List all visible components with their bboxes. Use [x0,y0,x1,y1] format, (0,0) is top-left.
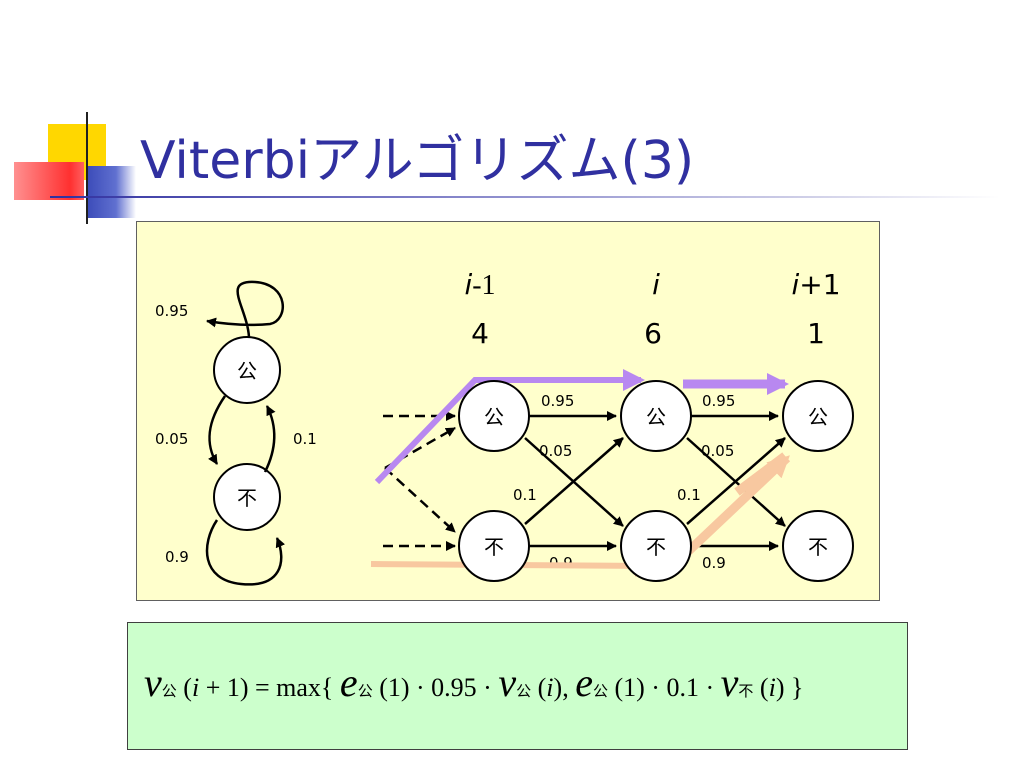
formula-v2-var: i [768,673,776,702]
hmm-state-bottom-circle [213,463,281,531]
trellis-column-1-observation: 4 [471,317,489,350]
formula-lhs-var: i [191,673,200,702]
trellis-node-col1-bottom [458,510,530,582]
trellis-edge-bottom-top-2-prob: 0.1 [677,486,701,504]
trellis-column-3-index: i+1 [791,268,840,301]
formula-lhs-rest: + 1) = max{ [199,673,334,702]
trellis-node-col3-top-label: 公 [808,405,828,429]
trellis-column-2-observation: 6 [644,317,662,350]
trellis-node-col3-top [782,380,854,452]
formula-v2-close: ) [775,673,785,702]
formula-e-1: e [339,660,358,705]
trellis-node-col3-bottom [782,510,854,582]
formula-v-2: v [720,660,739,705]
trellis-incoming-cross-down [384,467,456,533]
deco-red-square [14,162,84,200]
hmm-edge-bottom-to-top [263,405,276,473]
formula-sub-e2: 公 [592,682,608,700]
hmm-self-loop-bottom [205,519,286,586]
hmm-self-loop-top-prob: 0.95 [155,302,188,320]
formula-v1-var: i [546,673,554,702]
diagram-panel: 公 不 0.95 0.05 0.1 0.9 i-1 4 i 6 i+1 1 [136,221,880,601]
trellis-column-2-index: i [652,268,660,301]
hmm-state-top-circle [213,336,281,404]
trellis-node-col1-top-label: 公 [484,405,504,429]
trellis-edge-bottom-top-1 [524,437,624,525]
trellis-path-peach-2 [673,454,791,566]
trellis-node-col2-bottom-label: 不 [646,535,666,559]
trellis-node-col2-bottom [620,510,692,582]
formula-sub-lhs: 公 [161,682,177,700]
formula-e2-arg: (1) · 0.1 · [614,673,721,702]
formula-panel: v公 (i + 1) = max{ e公 (1) · 0.95 · v公 (i)… [127,622,908,750]
viterbi-recurrence-formula: v公 (i + 1) = max{ e公 (1) · 0.95 · v公 (i)… [144,659,803,706]
deco-vertical-rule [86,112,88,224]
formula-lhs-open: ( [183,673,192,702]
hmm-trellis-diagram: 公 不 0.95 0.05 0.1 0.9 i-1 4 i 6 i+1 1 [155,268,854,586]
hmm-state-bottom-label: 不 [237,486,257,510]
trellis: i-1 4 i 6 i+1 1 0.95 0.05 0.1 0.9 0.95 0 [370,268,854,582]
trellis-edge-bottom-top-2 [686,437,786,525]
trellis-edge-top-bottom-1-prob: 0.05 [539,442,572,460]
trellis-edge-top-top-1-prob: 0.95 [541,392,574,410]
formula-v-1: v [498,660,517,705]
formula-v1-close: ), [553,673,569,702]
trellis-node-col3-bottom-label: 不 [808,535,828,559]
hmm-self-loop-top [206,280,284,338]
trellis-edge-bottom-bottom-2-prob: 0.9 [702,554,726,572]
trellis-node-col1-top [458,380,530,452]
trellis-column-3-observation: 1 [807,317,825,350]
trellis-path-purple-1 [374,369,645,485]
hmm-edge-bottom-to-top-prob: 0.1 [293,430,317,448]
slide-title: Viterbiアルゴリズム(3) [140,131,695,191]
trellis-column-1-index: i-1 [464,268,495,301]
trellis-path-peach-tip [734,452,788,496]
formula-close-brace: } [784,673,804,702]
trellis-incoming-cross-up [384,426,456,470]
formula-v1-open: ( [537,673,547,702]
formula-sub-v2: 不 [738,682,754,700]
trellis-edge-top-bottom-2-prob: 0.05 [701,442,734,460]
trellis-node-col2-top-label: 公 [646,405,666,429]
hmm-self-loop-bottom-prob: 0.9 [165,548,189,566]
trellis-edge-bottom-top-1-prob: 0.1 [513,486,537,504]
hmm-state-top-label: 公 [237,359,257,383]
title-underline [50,196,1000,198]
hmm-edge-top-to-bottom-prob: 0.05 [155,430,188,448]
formula-sub-v1: 公 [516,682,532,700]
formula-v-lhs: v [144,660,162,705]
hmm-edge-top-to-bottom [208,395,227,465]
formula-e1-arg: (1) · 0.95 · [379,673,499,702]
deco-blue-square [86,166,136,218]
hmm-state-diagram: 公 不 0.95 0.05 0.1 0.9 [155,280,317,586]
trellis-edge-top-top-2-prob: 0.95 [702,392,735,410]
formula-sub-e1: 公 [357,682,373,700]
formula-e-2: e [575,660,593,705]
trellis-node-col1-bottom-label: 不 [484,535,504,559]
trellis-node-col2-top [620,380,692,452]
formula-v2-open: ( [759,673,769,702]
